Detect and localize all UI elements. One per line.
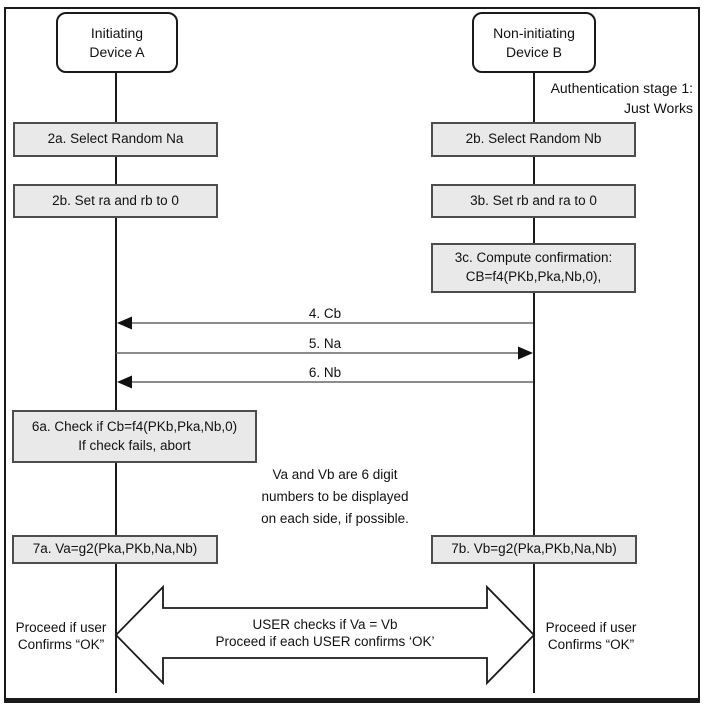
- lifeline-device-a: [115, 73, 117, 693]
- step-box-7a: 7a. Va=g2(Pka,PKb,Na,Nb): [12, 535, 218, 564]
- proceed-right-line2: Confirms “OK”: [547, 636, 635, 652]
- step-box-3c-line2: CB=f4(PKb,Pka,Nb,0),: [465, 269, 602, 284]
- user-arrow-line1: USER checks if Va = Vb: [252, 617, 398, 632]
- stage-title-line1: Authentication stage 1:: [550, 80, 693, 96]
- step-box-3c: 3c. Compute confirmation: CB=f4(PKb,Pka,…: [431, 243, 636, 293]
- device-a-header: Initiating Device A: [56, 12, 178, 73]
- proceed-left-line1: Proceed if user: [15, 620, 107, 635]
- device-b-name-line2: Device B: [505, 43, 563, 60]
- device-a-name-line1: Initiating: [90, 25, 144, 42]
- proceed-label-left: Proceed if user Confirms “OK”: [9, 620, 113, 653]
- step-box-6a-line2: If check fails, abort: [78, 437, 191, 453]
- stage-title: Authentication stage 1: Just Works: [551, 78, 693, 119]
- step-box-2b-right: 2b. Select Random Nb: [431, 122, 636, 157]
- step-box-3c-line1: 3c. Compute confirmation:: [454, 250, 613, 266]
- proceed-left-line2: Confirms “OK”: [17, 636, 105, 652]
- device-b-header: Non-initiating Device B: [472, 12, 596, 73]
- message-label-5-na: 5. Na: [308, 336, 342, 351]
- lifeline-device-b: [533, 73, 535, 693]
- note-line1: Va and Vb are 6 digit: [272, 467, 398, 482]
- step-box-2a: 2a. Select Random Na: [13, 122, 218, 157]
- device-b-name-line1: Non-initiating: [493, 25, 575, 42]
- diagram-border: [4, 7, 700, 703]
- user-arrow-text: USER checks if Va = Vb Proceed if each U…: [163, 616, 487, 650]
- device-a-name-line2: Device A: [89, 43, 145, 60]
- step-box-2b-left: 2b. Set ra and rb to 0: [13, 184, 218, 218]
- note-va-vb: Va and Vb are 6 digit numbers to be disp…: [120, 464, 550, 530]
- step-box-7b: 7b. Vb=g2(Pka,PKb,Na,Nb): [431, 535, 637, 564]
- step-box-3b: 3b. Set rb and ra to 0: [431, 184, 636, 218]
- message-label-4-cb: 4. Cb: [308, 306, 342, 321]
- message-label-6-nb: 6. Nb: [308, 365, 342, 380]
- stage-title-line2: Just Works: [624, 100, 693, 117]
- step-box-6a-line1: 6a. Check if Cb=f4(PKb,Pka,Nb,0): [31, 418, 238, 434]
- user-arrow-line2: Proceed if each USER confirms ‘OK’: [215, 634, 435, 649]
- note-line3: on each side, if possible.: [261, 511, 409, 526]
- note-line2: numbers to be displayed: [261, 489, 409, 504]
- proceed-label-right: Proceed if user Confirms “OK”: [536, 620, 646, 653]
- step-box-6a: 6a. Check if Cb=f4(PKb,Pka,Nb,0) If chec…: [12, 410, 257, 463]
- proceed-right-line1: Proceed if user: [545, 620, 637, 635]
